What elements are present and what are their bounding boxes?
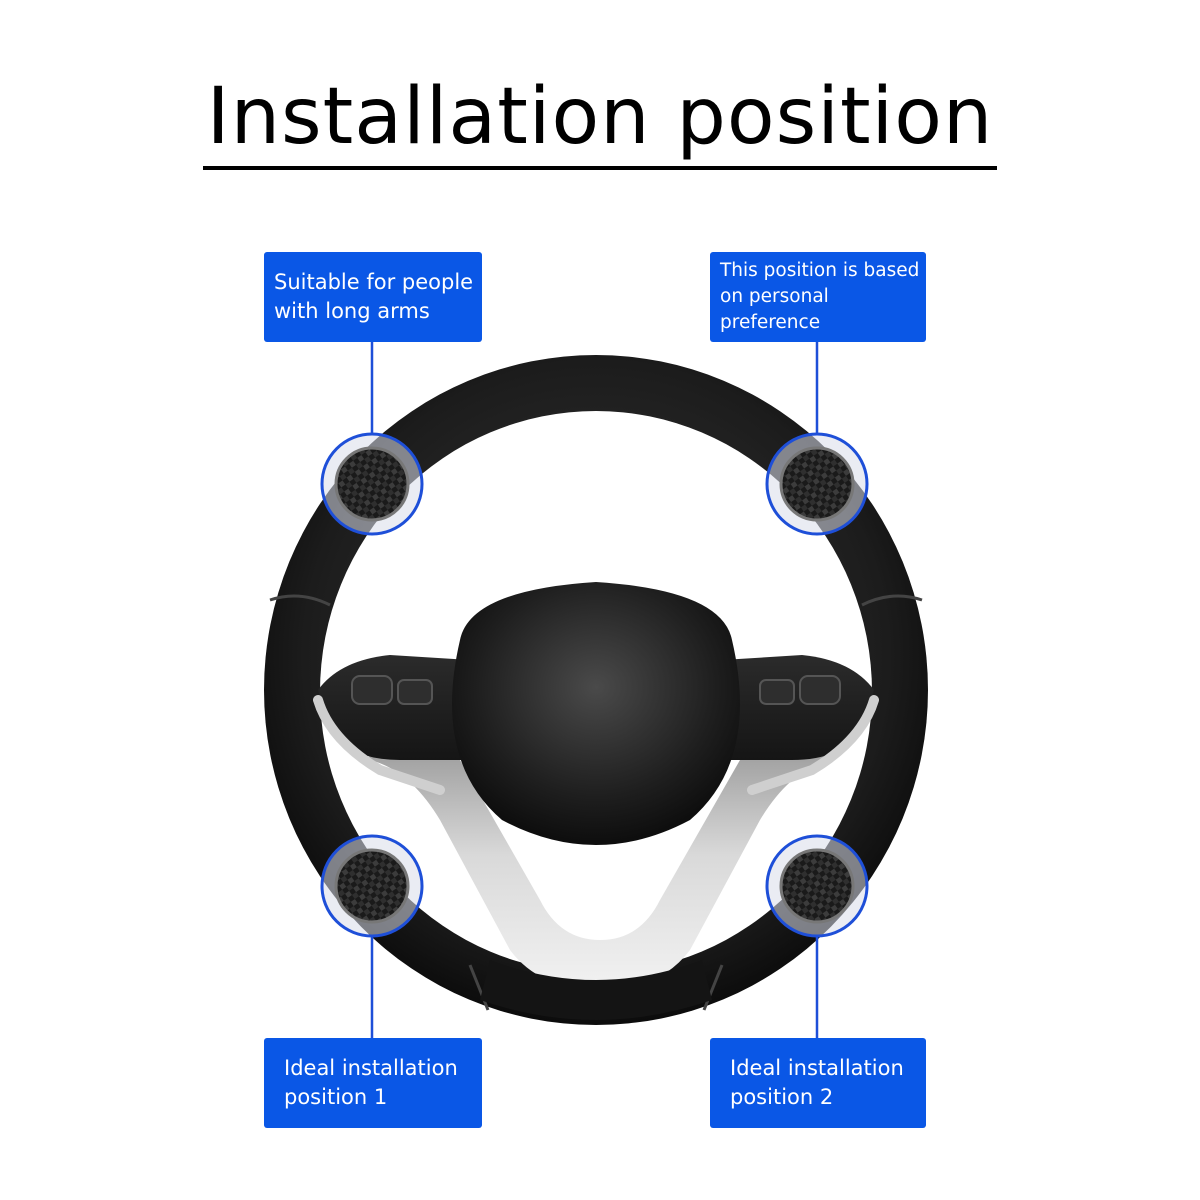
carbon-fiber-button-icon [765,834,869,938]
carbon-fiber-button-icon [320,432,424,536]
callout-text: Ideal installation position 2 [730,1055,904,1109]
carbon-fiber-button-icon [320,834,424,938]
callout-bottom-right: Ideal installation position 2 [710,1038,926,1128]
callout-bottom-left: Ideal installation position 1 [264,1038,482,1128]
callout-text: Suitable for people with long arms [274,269,474,323]
callout-connectors [370,342,819,1038]
callout-text: This position is based on personal prefe… [720,260,920,333]
callout-top-left: Suitable for people with long arms [264,252,482,342]
callout-text: Ideal installation position 1 [284,1055,458,1109]
callout-top-right: This position is based on personal prefe… [710,252,926,342]
steering-wheel-icon [264,355,928,1025]
carbon-fiber-button-icon [765,432,869,536]
page-title: Installation position [0,78,1200,170]
